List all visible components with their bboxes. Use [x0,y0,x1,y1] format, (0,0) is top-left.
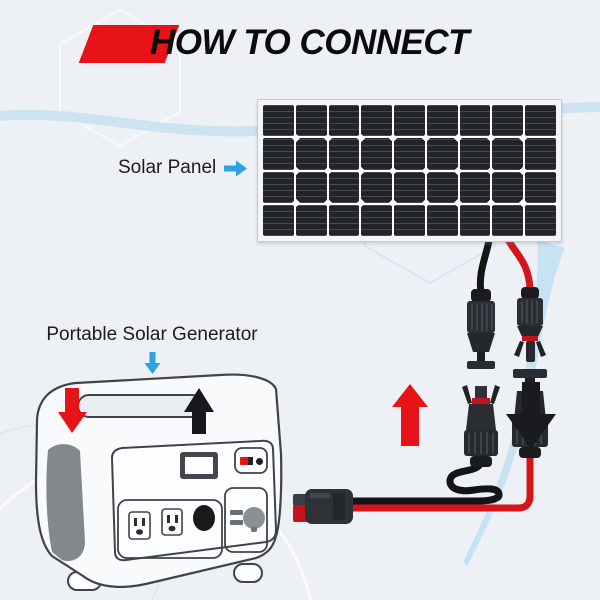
solar-cell [263,105,294,137]
solar-cell [459,105,491,137]
solar-cell [263,204,294,236]
solar-panel-label-group: Solar Panel [118,157,248,179]
solar-cell [394,204,425,236]
solar-cell [361,204,393,236]
solar-cell [492,204,524,236]
solar-cell [459,204,491,236]
solar-cell [394,105,425,137]
generator-illustration [34,373,283,591]
generator-side-panel [46,444,85,562]
black-arrow-up-icon [184,388,214,434]
usb-port-2 [230,520,243,525]
solar-cell [263,138,294,170]
solar-cell [525,171,556,203]
solar-cell [492,171,524,203]
solar-cell [525,138,556,170]
pv-cable-black-upper [476,232,494,296]
solar-cell [459,171,491,203]
solar-cell [328,105,360,137]
anderson-connector [293,489,353,524]
solar-cell [295,138,327,170]
page-title: HOW TO CONNECT [150,23,470,62]
solar-panel-image [257,99,562,242]
gen-cable-black-lower [346,458,503,505]
black-arrow-down-icon [506,382,556,449]
solar-cell [328,138,360,170]
solar-cell [459,138,491,170]
solar-cell [263,171,294,203]
generator-handle [77,394,204,418]
generator-label: Portable Solar Generator [46,324,258,345]
solar-cell [426,171,458,203]
red-arrow-down-icon [58,388,87,433]
solar-cell [525,204,556,236]
solar-cell [426,105,458,137]
power-switch [240,457,250,465]
lcd-display [180,452,218,479]
solar-cell [295,171,327,203]
mc4-connector-red-female [514,287,546,362]
dc-input-port [193,505,215,531]
power-control-group [234,447,268,474]
red-arrow-up-icon [392,384,428,446]
mc4-connector-black-male [467,289,495,369]
usb-socket-group [224,487,268,553]
blue-arrow-down-icon [144,352,160,374]
solar-panel-label: Solar Panel [118,157,217,178]
ac-outlet-2 [161,508,183,536]
solar-cell [394,171,425,203]
gen-cable-red-lower [346,450,534,512]
blue-arrow-right-icon [224,160,248,176]
pv-cable-red-upper [502,232,534,294]
power-button [256,458,263,465]
ac-outlet-group [117,499,223,559]
background-wave [0,102,600,137]
solar-cell [492,105,524,137]
car-socket [243,507,265,529]
solar-cell [525,105,556,137]
solar-cell [361,105,393,137]
solar-cell [394,138,425,170]
solar-cell [492,138,524,170]
solar-cell [295,204,327,236]
ac-outlet-1 [128,511,151,540]
solar-cell [361,138,393,170]
usb-port-1 [230,510,243,515]
solar-cell [361,171,393,203]
solar-cell [328,171,360,203]
generator-foot-right [233,563,263,583]
generator-label-group: Portable Solar Generator [44,324,260,374]
mc4-connector-black-female [462,385,500,467]
solar-cell [426,204,458,236]
solar-panel-grid [263,105,556,236]
solar-cell [295,105,327,137]
solar-cell [328,204,360,236]
solar-cell [426,138,458,170]
